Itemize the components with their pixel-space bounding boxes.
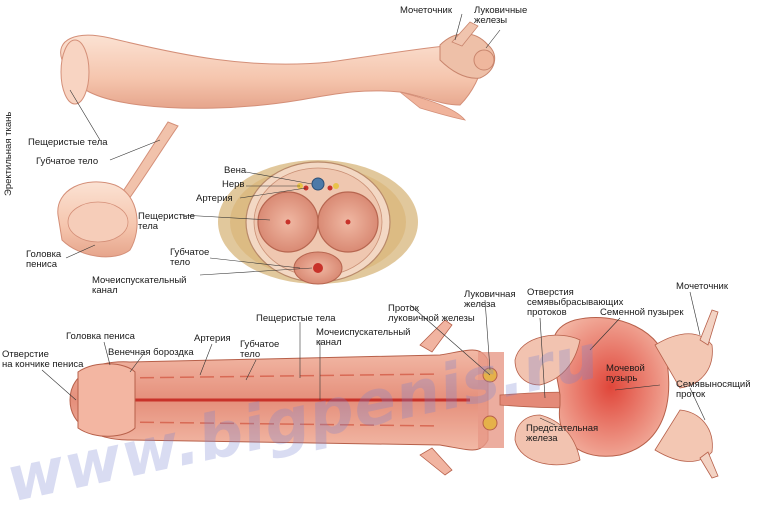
label-spongy-cs: Губчатое тело — [170, 247, 210, 268]
label-artery-cs: Артерия — [196, 193, 233, 204]
label-urethral-canal-cs: Мочеиспускательный канал — [92, 275, 187, 296]
label-vein: Вена — [224, 165, 247, 176]
label-opening-tip: Отверстие на кончике пениса — [2, 349, 84, 370]
label-urethra-top: Мочеточник — [400, 5, 452, 16]
label-nerve: Нерв — [222, 179, 245, 190]
label-urethral-canal-long: Мочеиспускательный канал — [316, 327, 411, 348]
label-erectile-tissue: Эректильная ткань — [3, 111, 14, 196]
label-prostate: Предстательная железа — [526, 423, 599, 444]
label-glans-long: Головка пениса — [66, 331, 135, 342]
label-glans: Головка пениса — [26, 249, 62, 270]
label-cavernous-long: Пещеристые тела — [256, 313, 336, 324]
label-cavernous-cs: Пещеристые тела — [138, 211, 195, 232]
anatomy-diagram: www.bigpenis.ru Мочеточник Луковичные же… — [0, 5, 751, 516]
leader-lines — [41, 13, 706, 426]
diagram-drawing — [41, 13, 719, 479]
label-seminal-vesicle: Семенной пузырек — [600, 307, 684, 318]
label-bulbo-duct: Проток луковичной железы — [388, 303, 475, 324]
label-ejaculatory-openings: Отверстия семявыбрасывающих протоков — [527, 287, 624, 318]
label-ureter-right: Мочеточник — [676, 281, 728, 292]
top-cavernous-bodies — [60, 21, 496, 121]
top-spongy-body — [57, 121, 179, 258]
label-spongy-top: Губчатое тело — [36, 156, 99, 167]
label-spongy-long: Губчатое тело — [240, 339, 280, 360]
label-cavernous-top: Пещеристые тела — [28, 137, 108, 148]
label-bulbo-gland: Луковичная железа — [464, 289, 516, 310]
longitudinal-section — [69, 309, 719, 479]
label-bulbo-glands-top: Луковичные железы — [474, 5, 528, 26]
label-vas-deferens: Семявыносящий проток — [676, 379, 751, 400]
label-bladder: Мочевой пузырь — [606, 363, 645, 384]
cross-section — [218, 160, 418, 285]
label-corona: Венечная бороздка — [108, 347, 194, 358]
label-artery-long: Артерия — [194, 333, 231, 344]
